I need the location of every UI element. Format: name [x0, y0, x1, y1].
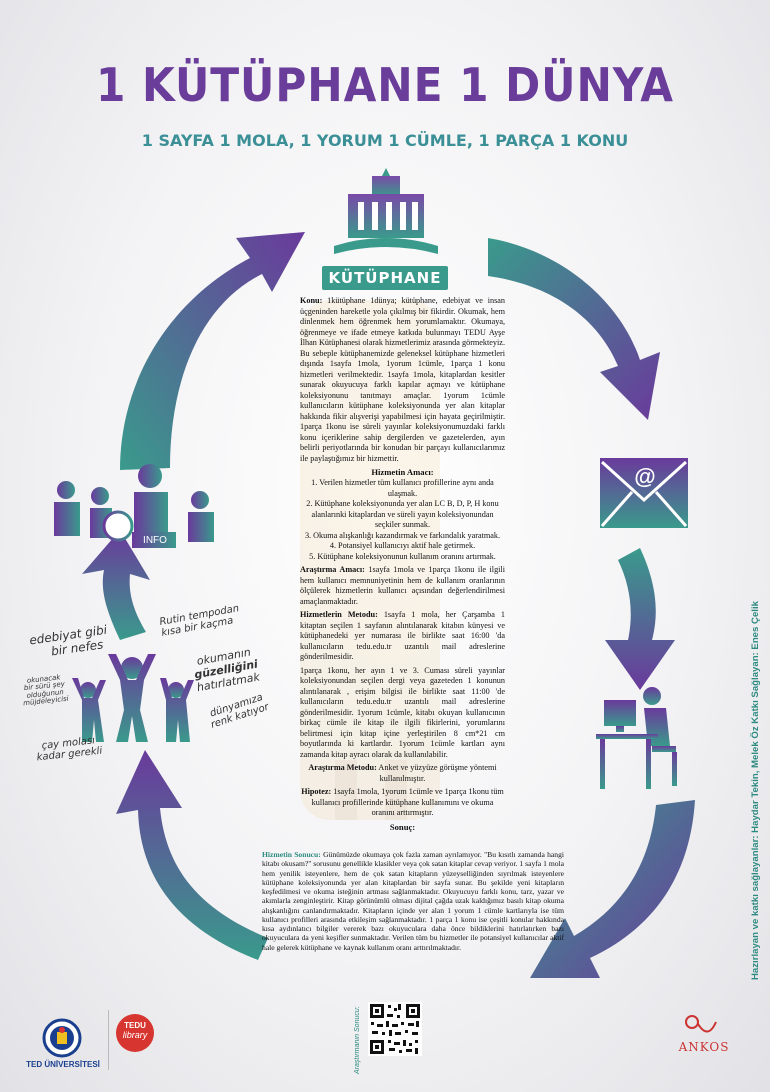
amac-item: 5. Kütüphane koleksiyonunun kullanım ora…: [309, 551, 496, 561]
subtitle-part-2: 1 YORUM 1 CÜMLE,: [294, 131, 473, 150]
sonuc-text: Günümüzde okumaya çok fazla zaman ayrıla…: [262, 850, 564, 952]
hipotez-text: 1sayfa 1mola, 1yorum 1cümle ve 1parça 1k…: [311, 787, 504, 817]
ankos-logo-icon: [685, 1015, 717, 1033]
amac-item: 1. Verilen hizmetler tüm kullanıcı profi…: [311, 478, 494, 498]
subtitle-part-1: 1 SAYFA 1 MOLA,: [141, 131, 295, 150]
metodu-paragraph: Hizmetlerin Metodu: 1sayfa 1 mola, her Ç…: [300, 610, 505, 663]
arrow-top-right: [488, 238, 660, 420]
ankos-logo-label: ANKOS: [678, 1040, 730, 1054]
email-envelope-icon: [600, 458, 688, 528]
konu-text: 1kütüphane 1dünya; kütüphane, edebiyat v…: [300, 296, 505, 463]
logo-divider: [108, 1010, 109, 1070]
konu-paragraph: Konu: 1kütüphane 1dünya; kütüphane, edeb…: [300, 296, 505, 464]
arastirma-metodu-paragraph: Araştırma Metodu: Anket ve yüzyüze görüş…: [300, 763, 505, 784]
sonuc-paragraph: Hizmetin Sonucu: Günümüzde okumaya çok f…: [262, 850, 564, 952]
email-at-symbol: @: [634, 464, 656, 489]
arrow-bottom-right: [530, 800, 695, 978]
handwritten-note: okunacak bir sürü şey olduğunun müjdeley…: [21, 673, 70, 708]
amac-item: 4. Potansiyel kullanıcıyı aktif hale get…: [329, 541, 476, 550]
credits-vertical: Hazırlayan ve katkı sağlayanlar: Haydar …: [748, 560, 768, 980]
person-at-desk-icon: [596, 687, 677, 789]
ted-university-label: TED ÜNİVERSİTESİ: [26, 1060, 100, 1069]
credits-text: Hazırlayan ve katkı sağlayanlar: Haydar …: [750, 601, 761, 980]
arastirma-amaci-text: 1sayfa 1mola ve 1parça 1konu ile ilgili …: [300, 565, 505, 606]
hipotez-label: Hipotez:: [301, 787, 332, 796]
arrow-top-left: [120, 232, 305, 470]
background-figure-illustration: [300, 300, 440, 820]
tedu-library-logo: TEDU library: [116, 1014, 154, 1052]
metodu-paragraph-2: 1parça 1konu, her ayın 1 ve 3. Cuması sü…: [300, 665, 505, 759]
tedu-library-logo-top: TEDU: [124, 1021, 146, 1030]
arrow-bottom-left: [116, 750, 268, 960]
arastirma-amaci-label: Araştırma Amacı:: [300, 565, 365, 574]
arrow-left-middle: [82, 530, 150, 640]
qr-caption: Araştırmanın Sonucu:: [354, 1006, 361, 1074]
tedu-library-logo-bottom: library: [122, 1029, 148, 1040]
konu-label: Konu:: [300, 296, 323, 305]
main-text-column: Konu: 1kütüphane 1dünya; kütüphane, edeb…: [300, 296, 505, 833]
library-building-icon: [334, 168, 438, 254]
people-group-icon: [54, 464, 214, 548]
ted-university-logo: [42, 1018, 82, 1058]
amac-heading: Hizmetin Amacı:: [371, 467, 434, 477]
qr-code-icon[interactable]: [368, 1002, 422, 1056]
metodu-label: Hizmetlerin Metodu:: [300, 610, 378, 619]
sonuc-label: Hizmetin Sonucu:: [262, 850, 321, 859]
page-subtitle: 1 SAYFA 1 MOLA, 1 YORUM 1 CÜMLE, 1 PARÇA…: [0, 131, 770, 150]
arrow-right-middle: [605, 548, 675, 690]
amac-item: 3. Okuma alışkanlığı kazandırmak ve fark…: [304, 530, 501, 540]
arastirma-amaci-paragraph: Araştırma Amacı: 1sayfa 1mola ve 1parça …: [300, 565, 505, 607]
sonuc-heading: Sonuç:: [389, 821, 416, 832]
family-cheering-icon: [72, 654, 194, 742]
library-label: KÜTÜPHANE: [322, 266, 448, 290]
amac-item: 2. Kütüphane koleksiyonunda yer alan LC …: [306, 499, 499, 529]
page-title: 1 KÜTÜPHANE 1 DÜNYA: [95, 58, 674, 112]
subtitle-part-3: 1 PARÇA 1 KONU: [472, 131, 629, 150]
hipotez-paragraph: Hipotez: 1sayfa 1mola, 1yorum 1cümle ve …: [300, 787, 505, 819]
arastirma-metodu-text: Anket ve yüzyüze görüşme yöntemi kullanı…: [376, 763, 497, 783]
info-label: INFO: [143, 535, 167, 546]
arastirma-metodu-label: Araştırma Metodu:: [308, 763, 377, 772]
qr-caption-wrap: Araştırmanın Sonucu:: [352, 1002, 366, 1074]
metodu-text-1: 1sayfa 1 mola, her Çarşamba 1 kitaptan s…: [300, 610, 505, 661]
